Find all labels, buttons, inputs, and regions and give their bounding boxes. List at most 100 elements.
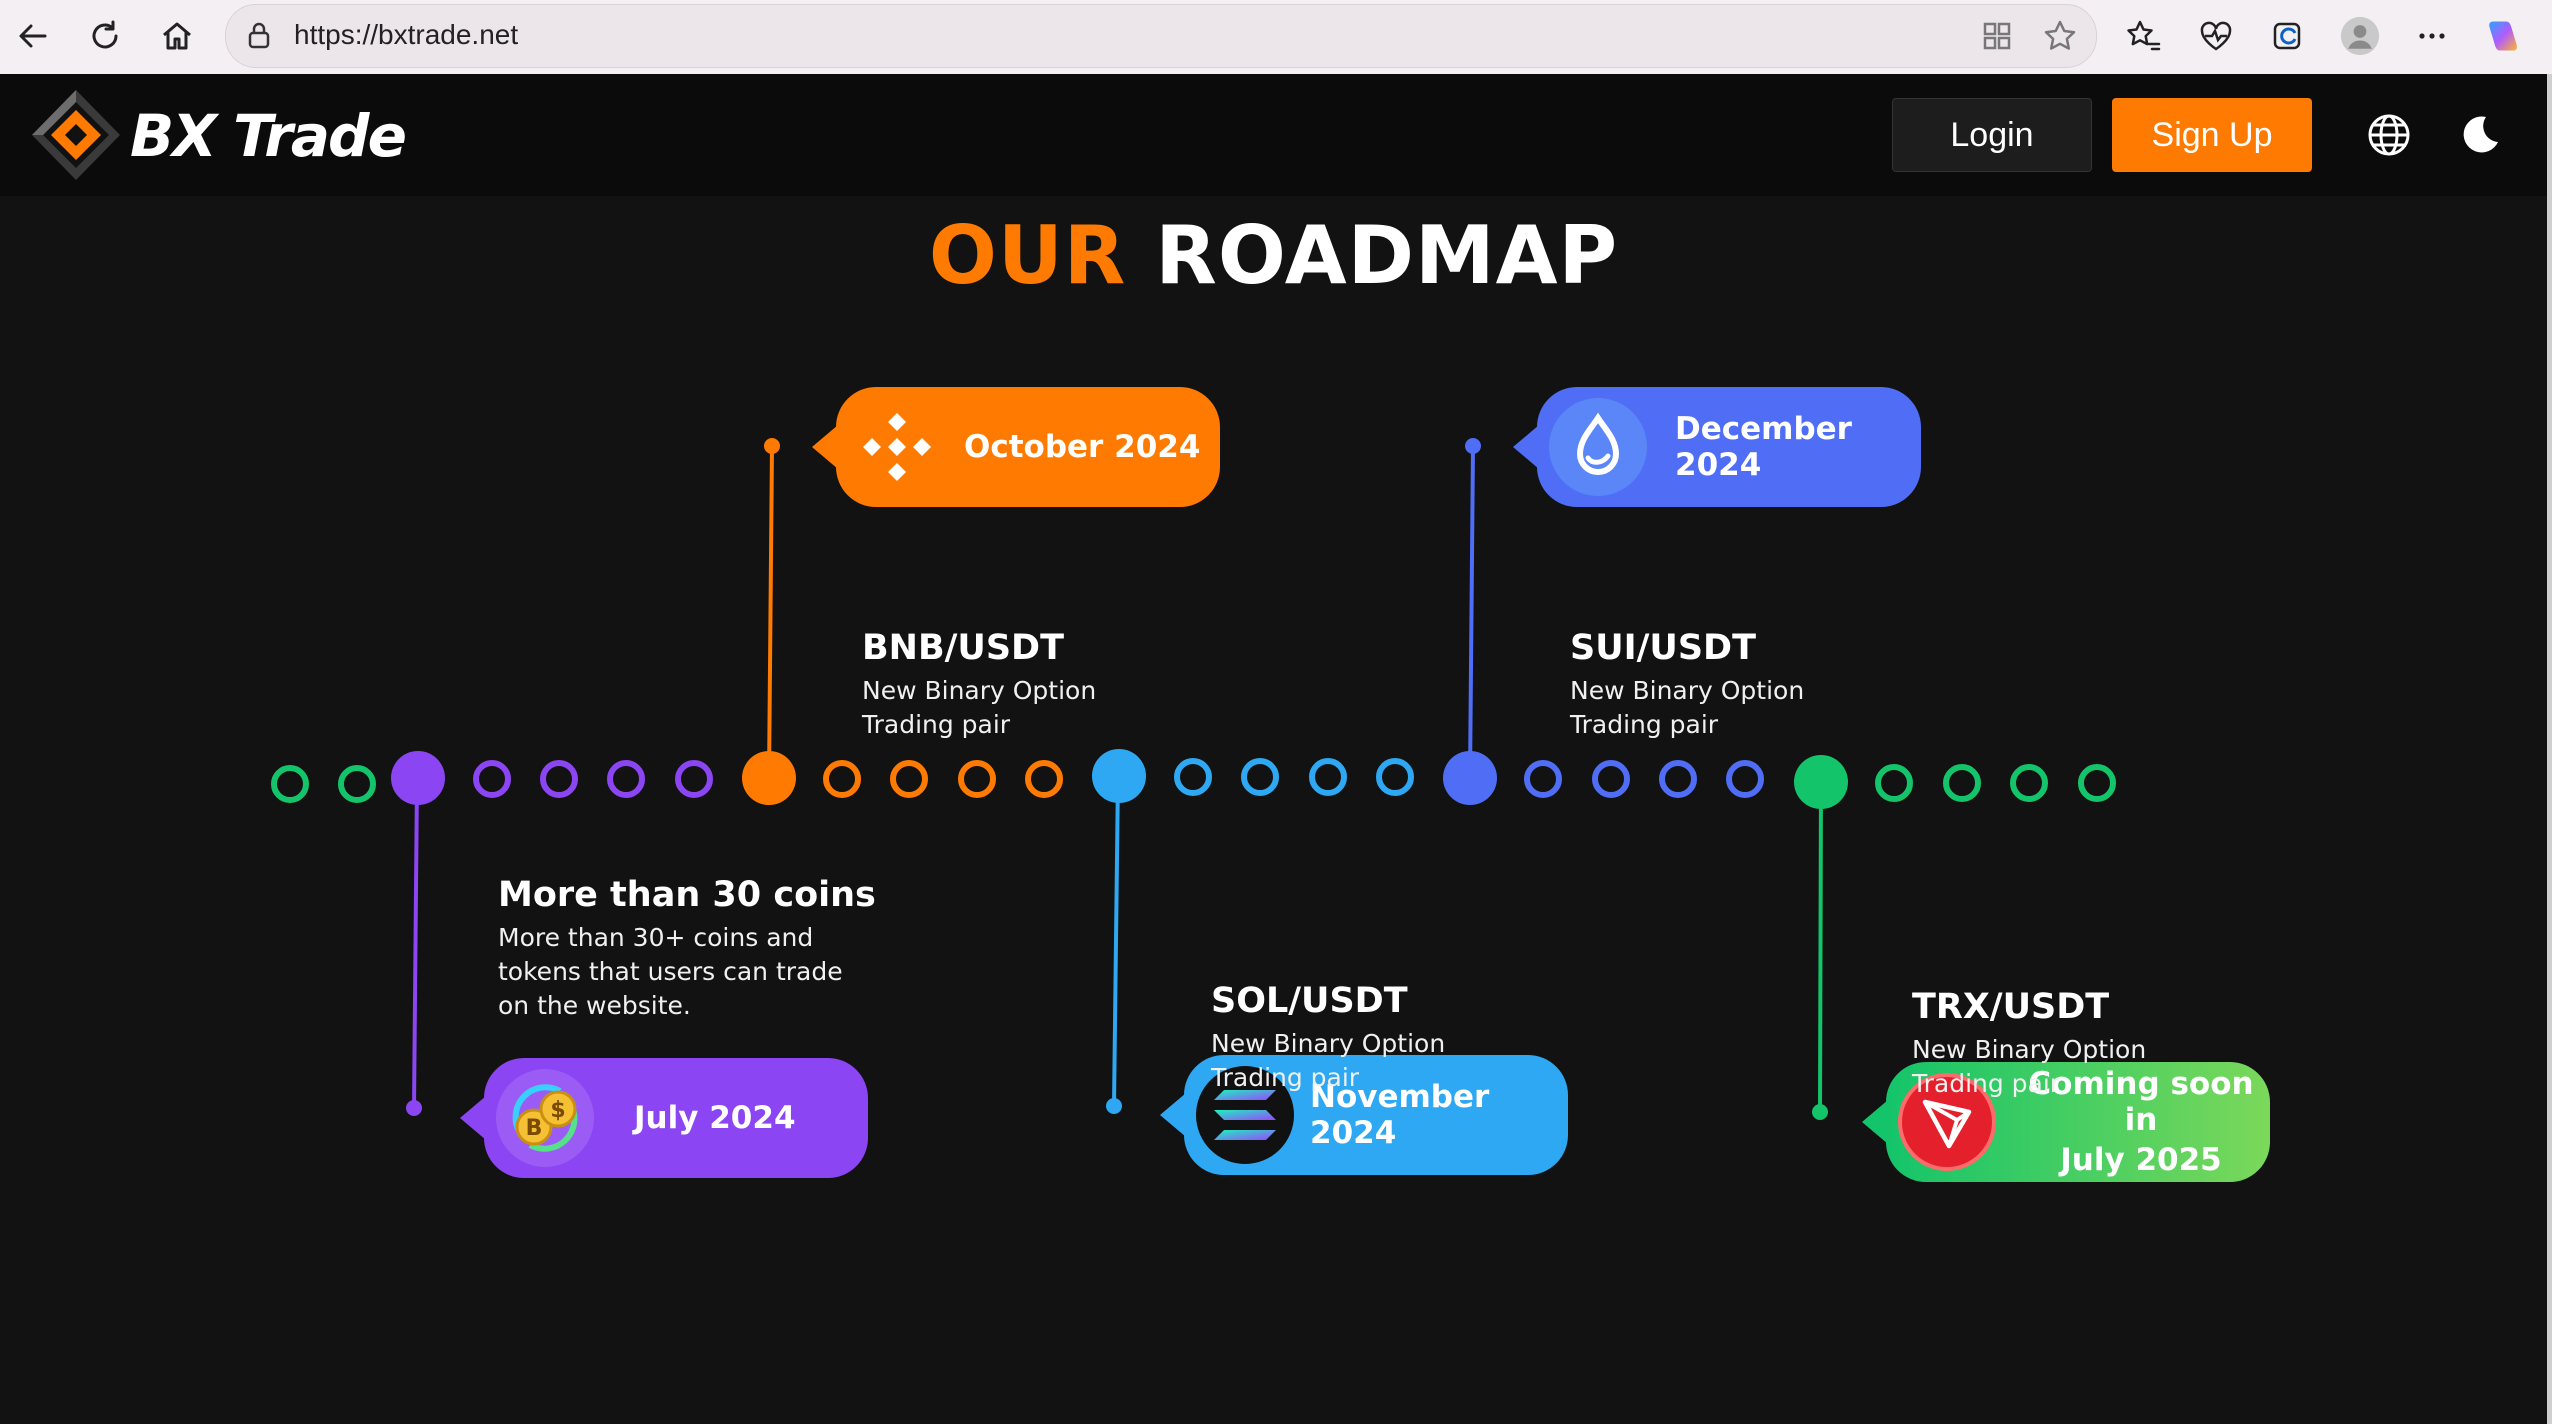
roadmap-timeline [271, 438, 2116, 1120]
bnb-icon [854, 398, 940, 496]
timeline-dot [1592, 760, 1630, 798]
connector-july-2025 [1818, 781, 1823, 1113]
logo-icon[interactable] [30, 88, 122, 182]
timeline-dot [823, 760, 861, 798]
copilot-icon[interactable] [2484, 16, 2524, 56]
favorite-icon[interactable] [2041, 17, 2079, 55]
coins-icon: B $ [496, 1069, 594, 1167]
extensions-icon[interactable] [1978, 17, 2016, 55]
milestone-dot-october-2024 [742, 751, 796, 805]
roadmap-title: OUR ROADMAP [0, 209, 2547, 302]
timeline-dot [1174, 758, 1212, 796]
pill-pointer [460, 1096, 486, 1140]
sui-icon [1549, 398, 1647, 496]
timeline-dot [1726, 760, 1764, 798]
desc-line: Trading pair [862, 710, 1011, 739]
collections-icon[interactable] [2268, 16, 2308, 56]
milestone-pill-july-2025: Coming soon in July 2025 [1862, 1062, 2270, 1182]
milestone-date-november-2024: November 2024 [1310, 1079, 1490, 1151]
address-bar[interactable]: https://bxtrade.net [225, 4, 2097, 68]
milestone-heading-july-2025: TRX/USDT [1912, 987, 2110, 1027]
pill-pointer [812, 425, 838, 469]
pill-pointer [1160, 1093, 1186, 1137]
desc-line: tokens that users can trade [498, 957, 843, 986]
favorites-icon[interactable] [2124, 16, 2164, 56]
milestone-date-july-2024: July 2024 [634, 1100, 796, 1136]
signup-button[interactable]: Sign Up [2112, 98, 2312, 172]
site-info-icon[interactable] [242, 19, 276, 53]
timeline-dot [1875, 764, 1913, 802]
timeline-dot [675, 760, 713, 798]
solana-icon [1196, 1066, 1294, 1164]
timeline-dot [1025, 760, 1063, 798]
connector-end-july-2024 [406, 1100, 422, 1116]
globe-icon[interactable] [2366, 112, 2412, 158]
refresh-icon[interactable] [82, 13, 128, 59]
milestone-date-october-2024: October 2024 [964, 429, 1201, 465]
login-button[interactable]: Login [1892, 98, 2092, 172]
timeline-dot [473, 760, 511, 798]
timeline-dot [1376, 758, 1414, 796]
pill-pointer [1862, 1100, 1888, 1144]
desc-line: Trading pair [1912, 1069, 2061, 1098]
milestone-dot-november-2024 [1092, 749, 1146, 803]
milestone-heading-november-2024: SOL/USDT [1211, 981, 1408, 1021]
timeline-dot [1943, 764, 1981, 802]
timeline-dot [1524, 760, 1562, 798]
desc-line: on the website. [498, 991, 691, 1020]
svg-text:$: $ [550, 1098, 565, 1123]
milestone-dot-july-2024 [391, 751, 445, 805]
milestone-desc-october-2024: BNB/USDT New Binary Option Trading pair [862, 628, 1096, 742]
profile-icon[interactable] [2340, 16, 2380, 56]
roadmap-title-roadmap: ROADMAP [1155, 209, 1619, 302]
milestone-date-line2: July 2025 [2060, 1142, 2222, 1178]
timeline-dot [2010, 764, 2048, 802]
connector-july-2024 [412, 779, 419, 1109]
timeline-dot [1241, 758, 1279, 796]
milestone-date-december-2024: December 2024 [1675, 411, 1852, 483]
milestone-desc-july-2025: TRX/USDT New Binary Option Trading pair [1912, 987, 2146, 1101]
svg-text:B: B [526, 1116, 543, 1141]
timeline-dot [2078, 764, 2116, 802]
connector-end-december-2024 [1465, 438, 1481, 454]
desc-line: Trading pair [1211, 1063, 1360, 1092]
milestone-pill-july-2024: B $ July 2024 [460, 1058, 868, 1178]
brand-name[interactable]: BX Trade [130, 102, 407, 170]
timeline-dot [271, 765, 309, 803]
url-text: https://bxtrade.net [294, 19, 519, 50]
milestone-pill-november-2024: November 2024 [1160, 1055, 1568, 1175]
connector-end-november-2024 [1106, 1098, 1122, 1114]
desc-line: More than 30+ coins and [498, 923, 814, 952]
timeline-dot [890, 760, 928, 798]
timeline-dot [1659, 760, 1697, 798]
site-header: BX Trade Login Sign Up [0, 74, 2547, 196]
desc-line: New Binary Option [1912, 1035, 2147, 1064]
milestone-heading-december-2024: SUI/USDT [1570, 628, 1756, 668]
milestone-date-july-2025: Coming soon in July 2025 [2012, 1066, 2270, 1178]
timeline-dot [338, 765, 376, 803]
timeline-dot [540, 760, 578, 798]
pill-pointer [1513, 425, 1539, 469]
milestone-dot-december-2024 [1443, 751, 1497, 805]
timeline-dot [958, 760, 996, 798]
webpage: BX Trade Login Sign Up OUR ROADMAP [0, 74, 2547, 1424]
milestone-desc-december-2024: SUI/USDT New Binary Option Trading pair [1570, 628, 1804, 742]
timeline-dot [1309, 758, 1347, 796]
health-icon[interactable] [2196, 16, 2236, 56]
home-icon[interactable] [154, 13, 200, 59]
milestone-desc-july-2024: More than 30 coins More than 30+ coins a… [498, 875, 876, 1023]
back-icon[interactable] [10, 13, 56, 59]
milestone-date-line1: Coming soon in [2028, 1066, 2254, 1138]
milestone-dot-july-2025 [1794, 755, 1848, 809]
browser-toolbar: https://bxtrade.net [0, 0, 2552, 74]
more-icon[interactable] [2412, 16, 2452, 56]
tron-icon [1898, 1073, 1996, 1171]
connector-november-2024 [1112, 775, 1120, 1107]
milestone-pill-october-2024: October 2024 [812, 387, 1220, 507]
desc-line: New Binary Option [1211, 1029, 1446, 1058]
milestone-heading-july-2024: More than 30 coins [498, 875, 876, 915]
milestone-heading-october-2024: BNB/USDT [862, 628, 1064, 668]
connector-end-october-2024 [764, 438, 780, 454]
desc-line: New Binary Option [1570, 676, 1805, 705]
moon-icon[interactable] [2456, 112, 2502, 158]
